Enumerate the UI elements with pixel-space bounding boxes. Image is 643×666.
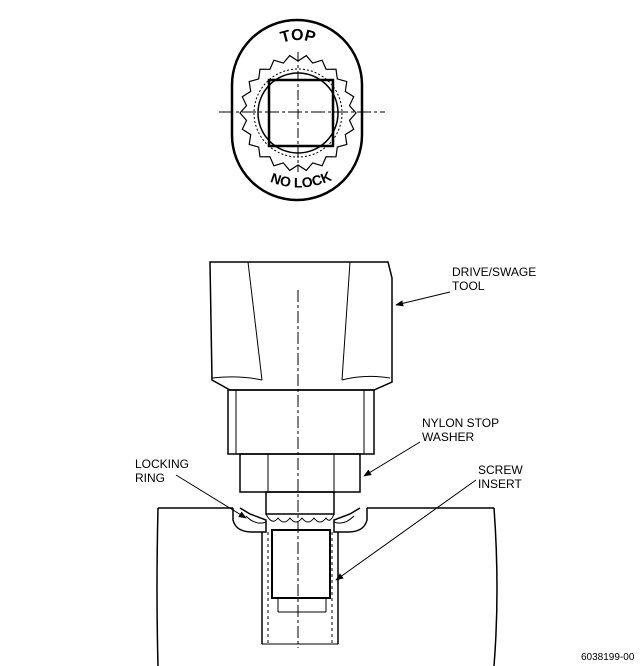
top-view-outer-oval (230, 18, 364, 202)
locking-ring-label-line1: LOCKING (135, 457, 189, 471)
side-view (156, 261, 498, 666)
tool-collar (227, 389, 375, 455)
nylon-stop-washer-label-line1: NYLON STOP (422, 416, 499, 430)
top-view: TOP NO LOCK (219, 18, 385, 202)
screw-insert-label-line1: SCREW (478, 463, 523, 477)
top-marking: TOP (279, 27, 318, 47)
serrated-ring (239, 54, 357, 172)
no-lock-marking: NO LOCK (269, 168, 334, 191)
locking-ring-label-line2: RING (135, 471, 165, 485)
screw-insert (271, 529, 331, 599)
locking-ring-leader (175, 474, 247, 519)
screw-insert-leader (335, 479, 477, 581)
work-piece (156, 507, 159, 666)
callouts: DRIVE/SWAGE TOOL NYLON STOP WASHER LOCKI… (135, 265, 635, 663)
figure-id: 6038199-00 (581, 652, 635, 663)
screw-insert-label-line2: INSERT (478, 477, 522, 491)
drive-swage-tool-label-line1: DRIVE/SWAGE (452, 265, 536, 279)
square-drive (267, 78, 335, 148)
tool-pilot (265, 491, 335, 515)
nylon-stop-washer-leader (363, 441, 421, 477)
nylon-stop-washer (239, 453, 361, 493)
locking-ring (232, 507, 267, 533)
drive-swage-tool-label-line2: TOOL (452, 279, 485, 293)
nylon-stop-washer-label-line2: WASHER (422, 430, 475, 444)
drive-swage-tool-leader (395, 291, 451, 307)
hex-tool-body (209, 261, 393, 391)
